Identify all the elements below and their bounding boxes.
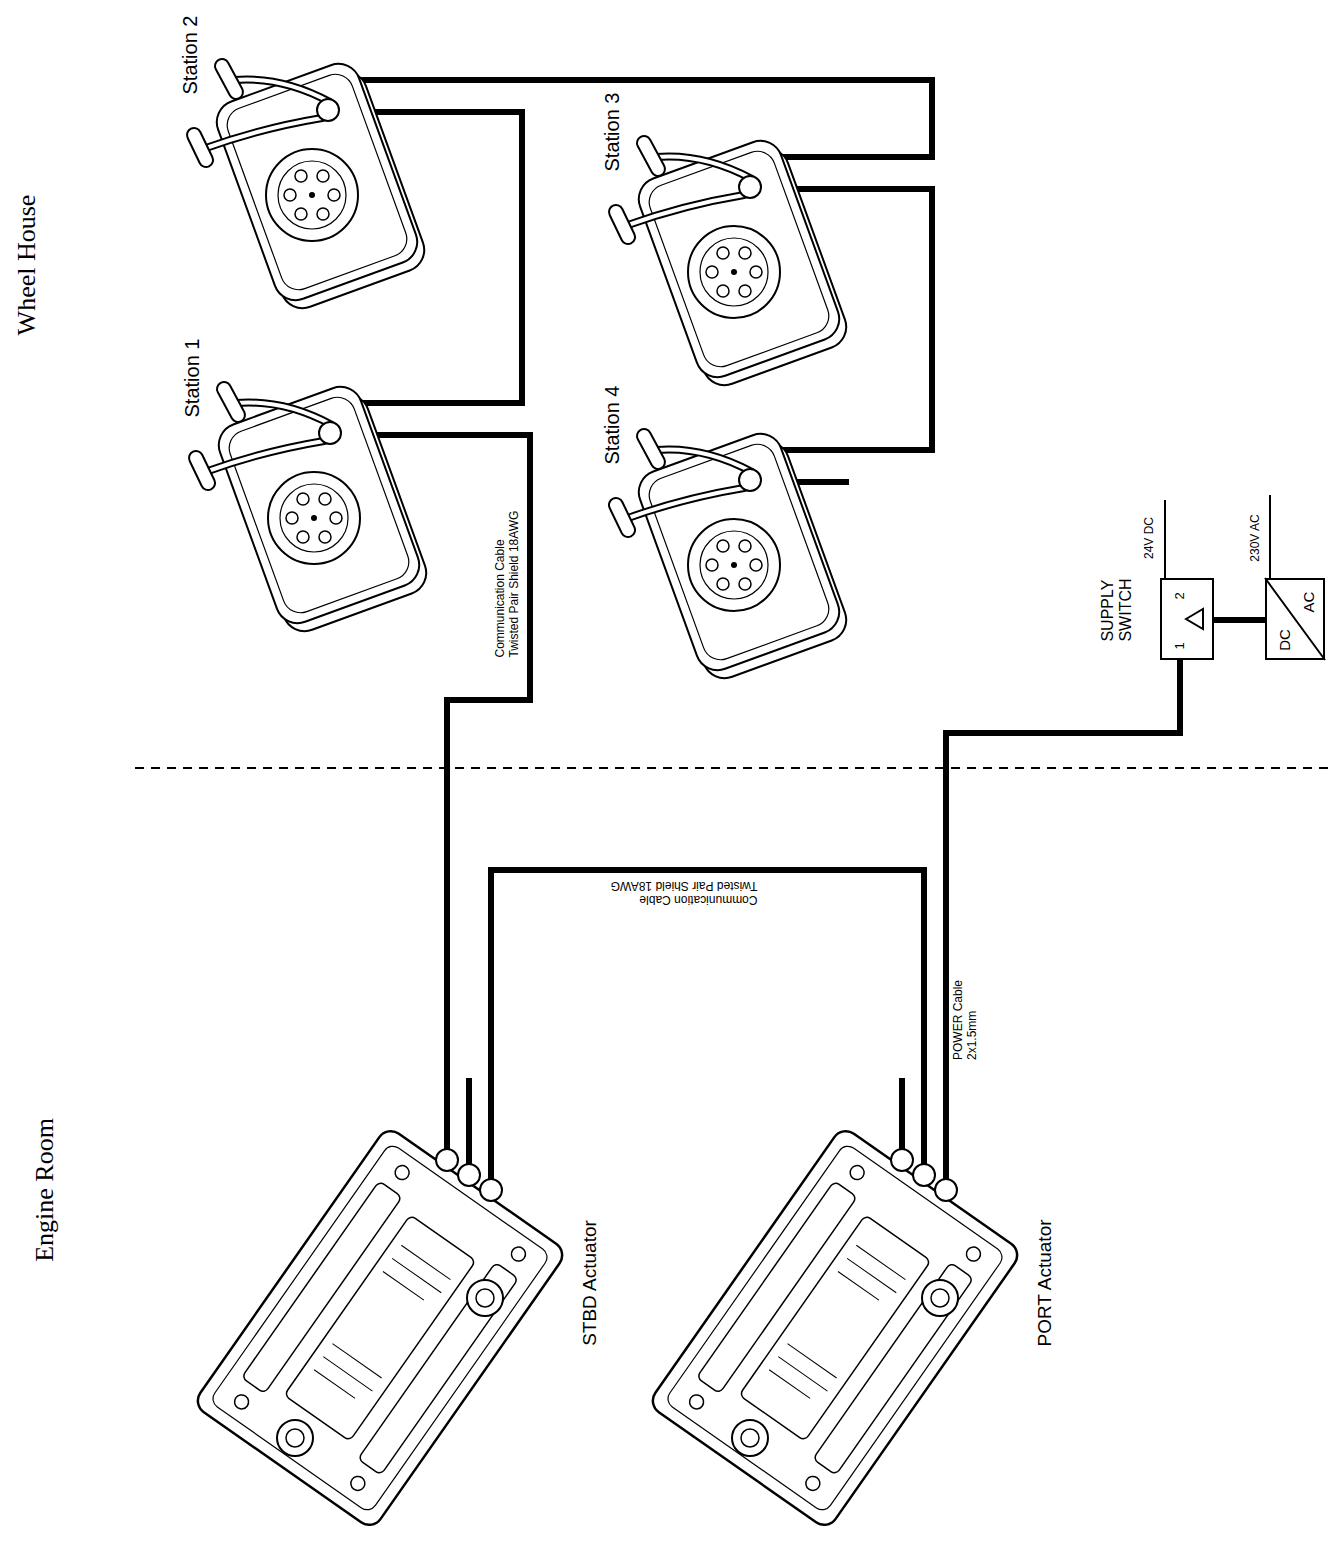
switch-symbol xyxy=(1186,609,1203,629)
cable-label: POWER Cable 2x1.5mm xyxy=(952,960,980,1060)
station-label: Station 4 xyxy=(601,386,624,465)
station-label: Station 3 xyxy=(601,93,624,172)
cable xyxy=(849,189,932,450)
cable xyxy=(427,80,932,157)
cable xyxy=(946,660,1180,1078)
control-station-drawing xyxy=(616,428,852,685)
actuator-label: STBD Actuator xyxy=(579,1220,601,1346)
station-label: Station 2 xyxy=(179,16,202,95)
cable-label: Communication Cable Twisted Pair Shield … xyxy=(603,878,758,906)
voltage-label: 24V DC xyxy=(1143,517,1157,559)
dc-ac-converter: DC AC xyxy=(1265,578,1325,660)
supply-lead xyxy=(1164,500,1166,578)
switch-position: 1 xyxy=(1173,642,1188,649)
actuator-drawing xyxy=(192,1078,567,1530)
control-station: Station 2 xyxy=(162,10,427,325)
supply-switch: SUPPLY SWITCH12 xyxy=(1160,578,1214,660)
actuator-unit: PORT Actuator xyxy=(640,1078,1055,1555)
actuator-unit: STBD Actuator xyxy=(185,1078,600,1555)
switch-label: SUPPLY SWITCH xyxy=(1099,578,1136,641)
actuator-label: PORT Actuator xyxy=(1034,1219,1056,1346)
cable xyxy=(1214,617,1265,623)
area-label: Wheel House xyxy=(12,195,42,336)
cable xyxy=(427,112,522,403)
converter-side: AC xyxy=(1300,592,1317,613)
area-divider xyxy=(135,767,1334,769)
converter-divider xyxy=(1265,578,1325,660)
control-station: Station 3 xyxy=(584,87,849,402)
cable xyxy=(429,435,530,1078)
area-label: Engine Room xyxy=(30,1118,60,1262)
voltage-label: 230V AC xyxy=(1249,514,1263,561)
cable-label: Communication Cable Twisted Pair Shield … xyxy=(494,503,522,658)
supply-lead xyxy=(1269,495,1271,578)
actuator-drawing xyxy=(647,1078,1022,1530)
cable xyxy=(491,870,924,1078)
station-label: Station 1 xyxy=(181,339,204,418)
control-station-drawing xyxy=(194,58,430,315)
control-station-drawing xyxy=(196,381,432,638)
control-station-drawing xyxy=(616,135,852,392)
control-station: Station 4 xyxy=(584,380,849,695)
converter-side: DC xyxy=(1276,629,1293,651)
control-station: Station 1 xyxy=(164,333,429,648)
switch-position: 2 xyxy=(1173,592,1188,599)
